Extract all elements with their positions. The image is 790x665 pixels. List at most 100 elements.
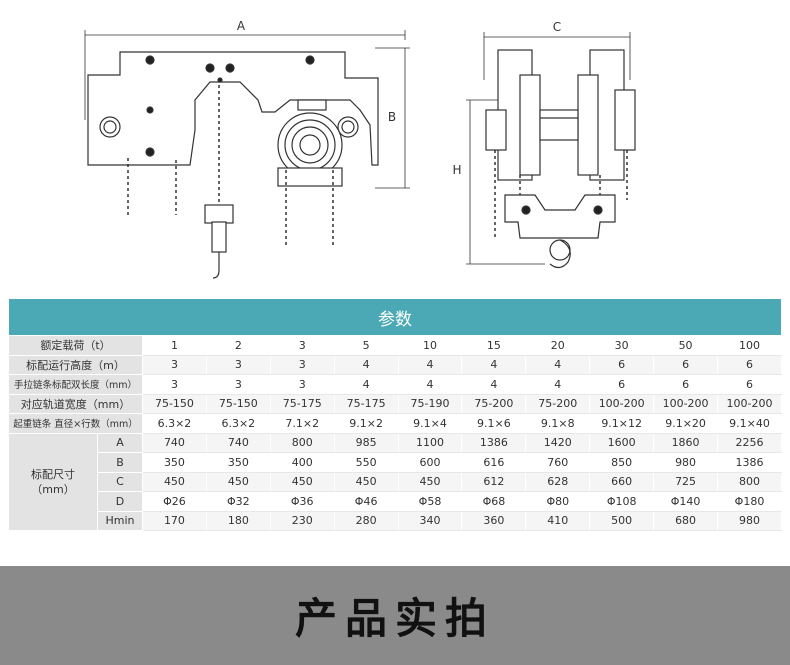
- table-cell: 350: [142, 452, 207, 473]
- table-cell: 450: [142, 471, 207, 492]
- table-cell: 1386: [717, 452, 782, 473]
- table-cell: Φ36: [269, 491, 335, 512]
- table-cell: 9.1×8: [525, 413, 591, 434]
- table-cell: 1100: [397, 432, 463, 453]
- side-view: [466, 32, 636, 269]
- table-cell: 1: [142, 335, 207, 356]
- table-cell: 4: [461, 374, 527, 395]
- table-cell: 30: [589, 335, 655, 356]
- table-cell: 75-150: [142, 393, 207, 414]
- dimension-label-h: H: [452, 163, 461, 177]
- table-cell: 9.1×6: [461, 413, 527, 434]
- table-cell: 6.3×2: [205, 413, 271, 434]
- table-row: 手拉链条标配双长度（mm） 3 3 3 4 4 4 4 6 6 6: [8, 374, 782, 395]
- table-cell: Φ26: [142, 491, 207, 512]
- table-cell: 740: [142, 432, 207, 453]
- table-cell: 2: [205, 335, 271, 356]
- table-cell: 360: [461, 510, 527, 531]
- table-cell: 3: [269, 374, 335, 395]
- table-cell: 760: [525, 452, 591, 473]
- table-cell: 75-150: [205, 393, 271, 414]
- table-cell: 3: [269, 354, 335, 375]
- table-cell: 9.1×4: [397, 413, 463, 434]
- table-cell: 500: [589, 510, 655, 531]
- table-cell: 740: [205, 432, 271, 453]
- table-cell: 980: [653, 452, 719, 473]
- banner-title: 产品实拍: [294, 594, 495, 643]
- table-cell: 1386: [461, 432, 527, 453]
- table-cell: 170: [142, 510, 207, 531]
- table-cell: Φ180: [717, 491, 782, 512]
- table-header-row: 参数: [8, 298, 782, 336]
- table-row: D Φ26 Φ32 Φ36 Φ46 Φ58 Φ68 Φ80 Φ108 Φ140 …: [9, 491, 782, 512]
- table-cell: Φ108: [589, 491, 655, 512]
- table-cell: 616: [461, 452, 527, 473]
- table-row: 标配尺寸（mm） A 740 740 800 985 1100 1386 142…: [8, 432, 782, 531]
- table-cell: 600: [397, 452, 463, 473]
- table-cell: 980: [717, 510, 782, 531]
- table-cell: 100-200: [589, 393, 655, 414]
- table-cell: 340: [397, 510, 463, 531]
- table-cell: 3: [205, 354, 271, 375]
- table-cell: 100-200: [717, 393, 782, 414]
- table-cell: 280: [333, 510, 399, 531]
- table-cell: 800: [717, 471, 782, 492]
- table-cell: 9.1×12: [589, 413, 655, 434]
- table-cell: 3: [142, 354, 207, 375]
- table-cell: 75-200: [525, 393, 591, 414]
- table-cell: 800: [269, 432, 335, 453]
- table-cell: Φ68: [461, 491, 527, 512]
- table-row: C 450 450 450 450 450 612 628 660 725 80…: [9, 471, 782, 492]
- dim-label-d: D: [97, 491, 143, 512]
- technical-drawing: A B C H: [84, 19, 636, 279]
- table-cell: 75-175: [333, 393, 399, 414]
- product-photo-banner: 产品实拍: [0, 566, 790, 665]
- table-cell: 4: [397, 354, 463, 375]
- table-cell: 4: [525, 354, 591, 375]
- table-cell: 450: [205, 471, 271, 492]
- dimension-label-a: A: [237, 19, 246, 33]
- table-cell: 9.1×40: [717, 413, 782, 434]
- table-cell: 612: [461, 471, 527, 492]
- table-cell: 20: [525, 335, 591, 356]
- table-cell: 450: [269, 471, 335, 492]
- table-cell: Φ32: [205, 491, 271, 512]
- group-label-standard-dimensions: 标配尺寸（mm）: [8, 432, 98, 531]
- table-cell: 6: [717, 374, 782, 395]
- table-cell: 4: [333, 354, 399, 375]
- table-cell: 50: [653, 335, 719, 356]
- table-cell: 450: [397, 471, 463, 492]
- table-cell: 1420: [525, 432, 591, 453]
- table-cell: 6: [589, 374, 655, 395]
- table-cell: 9.1×2: [333, 413, 399, 434]
- table-cell: 4: [525, 374, 591, 395]
- table-cell: 660: [589, 471, 655, 492]
- table-cell: 410: [525, 510, 591, 531]
- table-cell: 9.1×20: [653, 413, 719, 434]
- table-cell: 4: [461, 354, 527, 375]
- table-row: 额定载荷（t） 1 2 3 5 10 15 20 30 50 100: [8, 335, 782, 356]
- table-cell: 4: [333, 374, 399, 395]
- table-cell: 6: [653, 354, 719, 375]
- table-cell: 100-200: [653, 393, 719, 414]
- table-cell: 75-200: [461, 393, 527, 414]
- table-cell: 6: [717, 354, 782, 375]
- table-cell: 1600: [589, 432, 655, 453]
- table-cell: 230: [269, 510, 335, 531]
- table-cell: 400: [269, 452, 335, 473]
- row-label-hand-chain-length: 手拉链条标配双长度（mm）: [8, 374, 143, 395]
- row-label-load-chain: 起重链条 直径×行数（mm）: [8, 413, 143, 434]
- table-cell: 350: [205, 452, 271, 473]
- row-label-track-width: 对应轨道宽度（mm）: [8, 393, 143, 414]
- table-cell: 680: [653, 510, 719, 531]
- table-cell: 3: [205, 374, 271, 395]
- table-cell: 5: [333, 335, 399, 356]
- row-label-running-height: 标配运行高度（m）: [8, 354, 143, 375]
- spec-table: 参数 额定载荷（t） 1 2 3 5 10 15 20 30 50 100 标配…: [8, 298, 782, 531]
- table-cell: Φ58: [397, 491, 463, 512]
- table-cell: 628: [525, 471, 591, 492]
- table-cell: 15: [461, 335, 527, 356]
- table-row: 对应轨道宽度（mm） 75-150 75-150 75-175 75-175 7…: [8, 393, 782, 414]
- table-cell: 6.3×2: [142, 413, 207, 434]
- table-cell: Φ46: [333, 491, 399, 512]
